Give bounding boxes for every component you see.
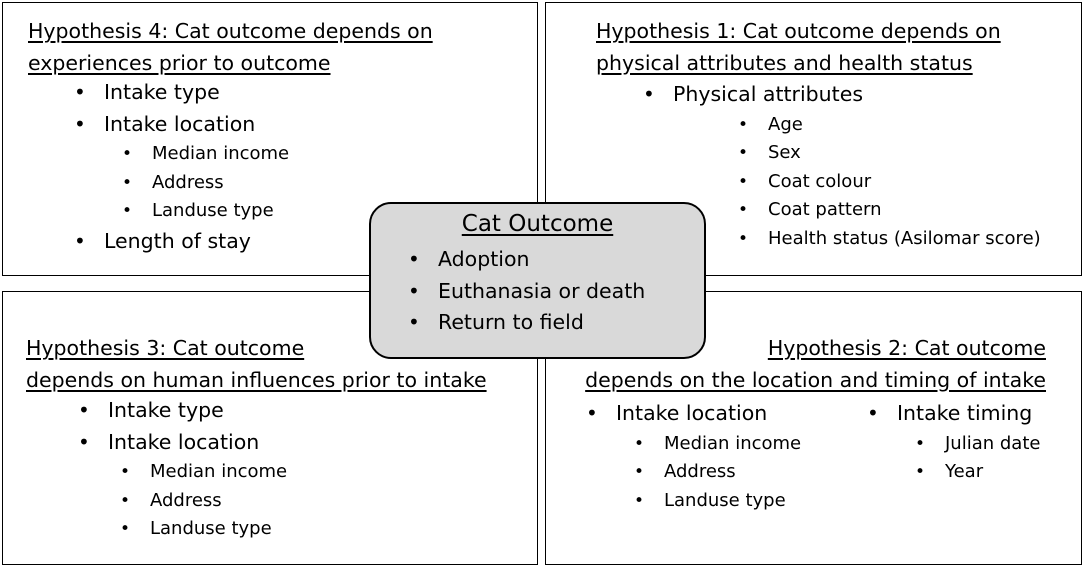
sub-list-item: Coat pattern: [738, 196, 1041, 225]
sub-list-item: Coat colour: [738, 168, 1041, 197]
hypothesis-4-list: Intake type Intake location Median incom…: [74, 77, 289, 258]
list-item: Intake timing Julian date Year: [867, 398, 1041, 487]
hypothesis-1-title-line1: Hypothesis 1: Cat outcome depends on: [596, 19, 1001, 43]
hypothesis-2-timing-list: Intake timing Julian date Year: [867, 398, 1041, 487]
sub-list: Julian date Year: [915, 430, 1041, 487]
list-item: Intake location Median income Address La…: [586, 398, 801, 516]
hypothesis-4-title: Hypothesis 4: Cat outcome depends on exp…: [28, 16, 433, 79]
cat-outcome-list: Adoption Euthanasia or death Return to f…: [408, 244, 645, 339]
sub-list: Median income Address Landuse type: [122, 140, 289, 226]
hypothesis-1-title-line2: physical attributes and health status: [596, 50, 973, 75]
hypothesis-2-title-line1: Hypothesis 2: Cat outcome: [767, 336, 1046, 360]
hypothesis-4-title-line1: Hypothesis 4: Cat outcome depends on: [28, 19, 433, 43]
list-item: Length of stay: [74, 226, 289, 258]
hypothesis-2-title: Hypothesis 2: Cat outcome depends on the…: [568, 333, 1046, 396]
hypothesis-3-title-line2: depends on human influences prior to int…: [26, 367, 487, 392]
sub-list-item: Address: [120, 487, 287, 516]
list-item: Intake type: [78, 395, 287, 427]
list-item: Intake location Median income Address La…: [74, 109, 289, 226]
list-item: Euthanasia or death: [408, 276, 645, 308]
hypothesis-3-list: Intake type Intake location Median incom…: [78, 395, 287, 544]
list-item-label: Intake location: [108, 429, 260, 454]
hypothesis-1-title: Hypothesis 1: Cat outcome depends on phy…: [596, 16, 1001, 79]
hypothesis-2-title-line2: depends on the location and timing of in…: [585, 367, 1046, 392]
list-item: Physical attributes Age Sex Coat colour …: [643, 79, 1041, 254]
list-item-label: Intake location: [616, 401, 768, 425]
list-item: Intake location Median income Address La…: [78, 427, 287, 544]
list-item-label: Intake location: [104, 111, 256, 136]
list-item-label: Intake timing: [897, 401, 1033, 425]
list-item: Intake type: [74, 77, 289, 109]
sub-list-item: Julian date: [915, 430, 1041, 459]
sub-list: Median income Address Landuse type: [634, 430, 801, 516]
sub-list-item: Age: [738, 111, 1041, 140]
sub-list-item: Median income: [122, 140, 289, 169]
hypothesis-2-location-list: Intake location Median income Address La…: [586, 398, 801, 516]
cat-outcome-title: Cat Outcome: [461, 211, 614, 237]
list-item: Return to field: [408, 307, 645, 339]
hypothesis-3-title-line1: Hypothesis 3: Cat outcome: [26, 336, 305, 360]
sub-list-item: Health status (Asilomar score): [738, 225, 1041, 254]
hypothesis-4-title-line2: experiences prior to outcome: [28, 50, 331, 75]
sub-list-item: Median income: [634, 430, 801, 459]
sub-list: Median income Address Landuse type: [120, 458, 287, 544]
sub-list-item: Landuse type: [634, 487, 801, 516]
sub-list-item: Landuse type: [122, 197, 289, 226]
sub-list-item: Address: [634, 458, 801, 487]
sub-list-item: Sex: [738, 139, 1041, 168]
sub-list-item: Median income: [120, 458, 287, 487]
hypothesis-3-title: Hypothesis 3: Cat outcome depends on hum…: [26, 333, 487, 396]
sub-list: Age Sex Coat colour Coat pattern Health …: [738, 111, 1041, 254]
list-item: Adoption: [408, 244, 645, 276]
sub-list-item: Address: [122, 169, 289, 198]
sub-list-item: Landuse type: [120, 515, 287, 544]
hypothesis-1-list: Physical attributes Age Sex Coat colour …: [643, 79, 1041, 254]
sub-list-item: Year: [915, 458, 1040, 487]
list-item-label: Physical attributes: [673, 82, 864, 106]
